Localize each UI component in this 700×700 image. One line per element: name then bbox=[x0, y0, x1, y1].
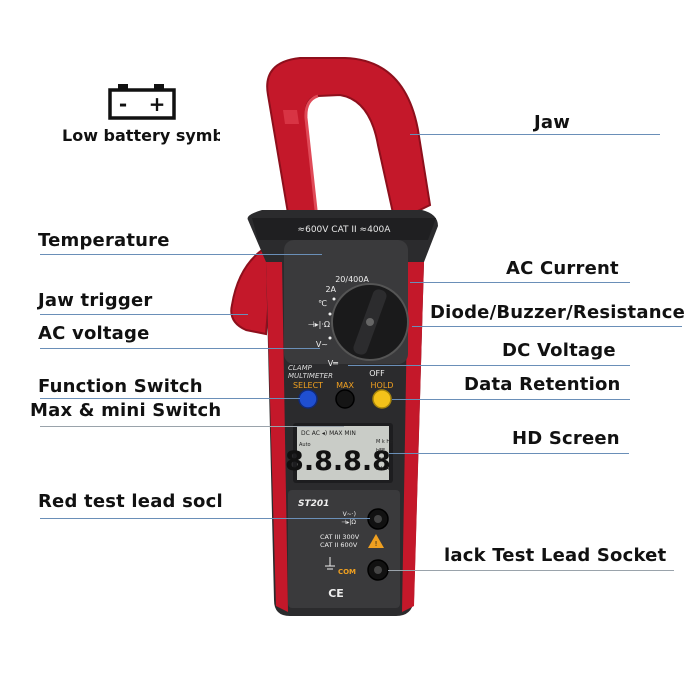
leader-hd-screen bbox=[389, 453, 629, 454]
leader-dc-voltage bbox=[348, 365, 630, 366]
battery-minus-sign: - bbox=[119, 92, 127, 116]
leader-black-socket bbox=[388, 570, 674, 571]
label-temperature: Temperature bbox=[38, 230, 170, 251]
dial-range-top: 20/400A bbox=[335, 275, 369, 284]
lcd-top-indicators: DC AC ◂) MAX MIN bbox=[301, 430, 356, 437]
lcd-digits: 8.8.8.8 bbox=[285, 446, 391, 477]
leader-max-switch bbox=[40, 426, 344, 427]
leader-diode bbox=[412, 326, 682, 327]
lcd-hfe: hFE bbox=[376, 448, 385, 454]
max-label: MAX bbox=[336, 381, 354, 390]
label-ac-voltage: AC voltage bbox=[38, 323, 150, 344]
label-jaw: Jaw bbox=[534, 112, 571, 133]
label-diode-buzzer-resistance: Diode/Buzzer/Resistance bbox=[430, 302, 686, 323]
dial-dc-v-mark: V═ bbox=[328, 359, 338, 368]
leader-red-socket bbox=[40, 518, 370, 519]
lcd-units-bottom: mV A bbox=[376, 466, 390, 472]
label-ac-current: AC Current bbox=[506, 258, 619, 279]
lcd-units-right: M k Hz bbox=[376, 439, 393, 445]
jaw-shape bbox=[266, 57, 432, 230]
hold-label: HOLD bbox=[371, 381, 394, 390]
label-hd-screen: HD Screen bbox=[512, 428, 620, 449]
model-line1: CLAMP bbox=[288, 364, 313, 372]
jaw-trigger-shape bbox=[230, 248, 274, 336]
select-button bbox=[298, 389, 318, 409]
label-function-switch: Function Switch bbox=[38, 376, 203, 397]
leader-data-retention bbox=[392, 399, 630, 400]
label-black-test-lead-socket: lack Test Lead Socket bbox=[444, 545, 667, 566]
battery-label: Low battery symbo bbox=[62, 126, 220, 145]
label-red-test-lead-socket: Red test lead socl bbox=[38, 491, 222, 512]
model-name: ST201 bbox=[298, 499, 329, 509]
battery-plus-sign: + bbox=[149, 92, 166, 116]
lcd-units-low: ℃℉ bbox=[376, 457, 387, 463]
leader-ac-voltage bbox=[40, 348, 320, 349]
dial-range-2a: 2A bbox=[325, 285, 336, 294]
lcd-auto: Auto bbox=[299, 442, 311, 448]
cat-line1: CAT III 300V bbox=[320, 533, 360, 541]
leader-function-switch bbox=[40, 398, 300, 399]
hold-button bbox=[372, 389, 392, 409]
socket-v-label: V~·) bbox=[343, 511, 356, 518]
leader-temperature bbox=[40, 254, 322, 255]
select-label: SELECT bbox=[293, 381, 323, 390]
warning-icon bbox=[368, 534, 384, 548]
leader-jaw-trigger bbox=[40, 314, 248, 315]
cat-line2: CAT II 600V bbox=[320, 541, 358, 549]
leader-jaw bbox=[410, 134, 660, 135]
com-label: COM bbox=[338, 568, 356, 576]
label-max-mini-switch: Max & mini Switch bbox=[30, 400, 222, 421]
svg-text:!: ! bbox=[375, 540, 378, 548]
model-line2: MULTIMETER bbox=[288, 372, 333, 380]
max-button bbox=[335, 389, 355, 409]
socket-ohm-label: ⊣▸|Ω bbox=[341, 519, 356, 526]
battery-icon: - + bbox=[108, 84, 176, 120]
rating-text: ≈600V CAT II ≈400A bbox=[298, 225, 392, 235]
dial-off: OFF bbox=[369, 369, 385, 378]
dial-diode-mark: ⊣▸|·Ω bbox=[308, 320, 330, 329]
dial-temp-mark: ℃ bbox=[318, 299, 327, 308]
label-dc-voltage: DC Voltage bbox=[502, 340, 616, 361]
leader-ac-current bbox=[410, 282, 630, 283]
label-data-retention: Data Retention bbox=[464, 374, 621, 395]
label-jaw-trigger: Jaw trigger bbox=[38, 290, 153, 311]
lcd-screen bbox=[297, 426, 389, 480]
ce-mark: CE bbox=[328, 587, 344, 600]
dial-ac-v-mark: V~ bbox=[316, 340, 328, 349]
